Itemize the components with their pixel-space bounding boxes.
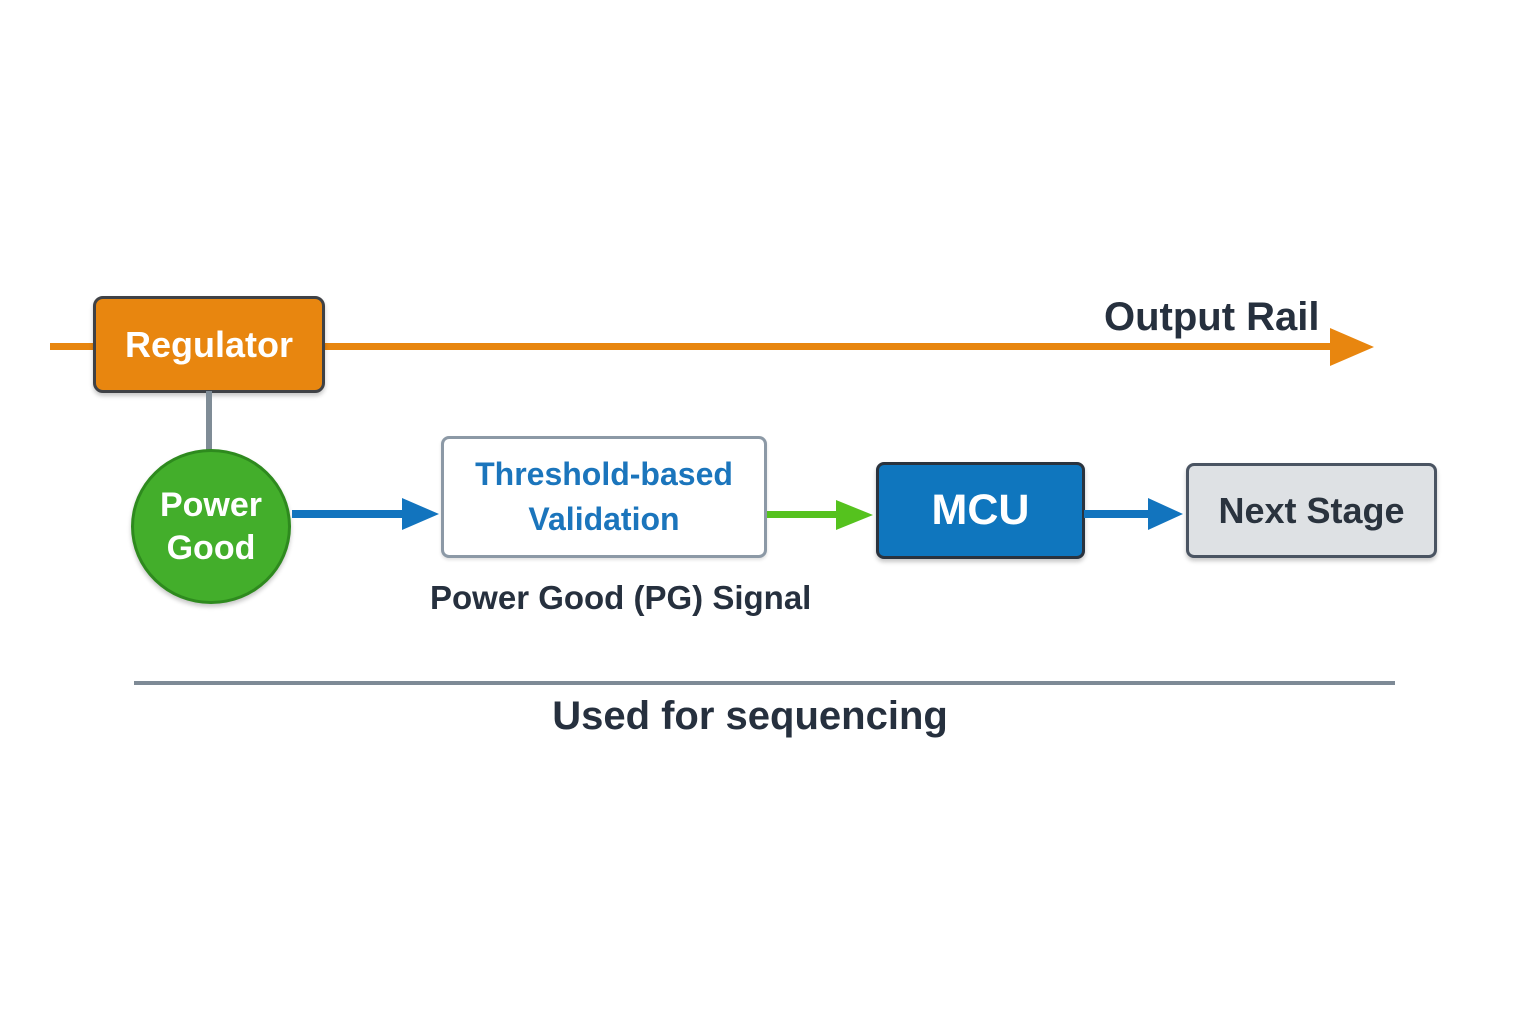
mcu-to-nextstage-arrowhead-icon — [1148, 498, 1183, 530]
pg-signal-label: Power Good (PG) Signal — [430, 579, 812, 616]
power-good-label-line1: Power — [159, 486, 263, 524]
mcu-to-nextstage-line — [1084, 510, 1150, 518]
mcu-label: MCU — [931, 486, 1030, 534]
power-good-label-line2: Good — [166, 528, 256, 567]
next-stage-label: Next Stage — [1218, 489, 1405, 531]
caption-text: Used for sequencing — [552, 694, 948, 738]
regulator-node: Regulator — [93, 296, 325, 393]
divider-line — [134, 681, 1395, 685]
pg-to-validation-line — [292, 510, 405, 518]
validation-node: Threshold-based Validation — [441, 436, 767, 558]
validation-to-mcu-arrowhead-icon — [836, 500, 873, 530]
mcu-node: MCU — [876, 462, 1085, 559]
output-rail-arrowhead-icon — [1330, 328, 1374, 366]
validation-to-mcu-line — [767, 511, 838, 518]
pg-to-validation-arrowhead-icon — [402, 498, 439, 530]
validation-label-line2: Validation — [528, 501, 680, 537]
validation-label-line1: Threshold-based — [475, 456, 733, 493]
next-stage-node: Next Stage — [1186, 463, 1437, 558]
regulator-label: Regulator — [124, 323, 293, 365]
output-rail-label: Output Rail — [1104, 295, 1320, 339]
power-good-node: Power Good — [131, 449, 291, 604]
regulator-powergood-connector — [206, 391, 212, 450]
output-rail-line — [50, 343, 1332, 350]
